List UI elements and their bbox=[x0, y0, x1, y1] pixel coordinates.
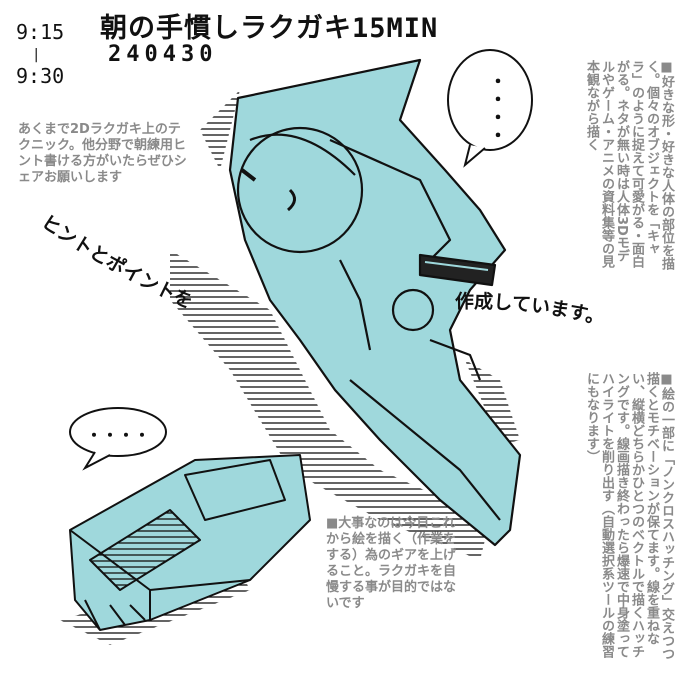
note-right-column-2: ■絵の一部に「ノンクロスハッチング」交えつつ描くとモチベーションが保てます。線を… bbox=[584, 372, 674, 660]
time-start: 9:15 bbox=[16, 20, 65, 44]
handwritten-curve-right-path: 作成しています。 bbox=[455, 290, 607, 330]
date-label: 240430 bbox=[108, 42, 218, 67]
main-object bbox=[228, 58, 522, 547]
time-end: 9:30 bbox=[16, 64, 65, 88]
hatching-shadow-main bbox=[170, 90, 520, 560]
page-title: 朝の手慣しラクガキ15MIN bbox=[100, 13, 439, 44]
note-bottom-center: ■大事なのは今日これから絵を描く（作業をする）為のギアを上げること。ラクガキを自… bbox=[326, 516, 457, 611]
small-object bbox=[60, 454, 311, 645]
speech-bubble-top bbox=[447, 49, 533, 168]
bubble-bottom-text: ・・・・ bbox=[86, 426, 151, 445]
note-left-top: あくまで2Dラクガキ上のテクニック。他分野で朝練用ヒント書ける方がいたらぜひシェ… bbox=[18, 122, 187, 185]
note-right-column-1: ■好きな形・好きな人体の部位を描く。個々のオブジェクトを「キャラ」のように捉えて… bbox=[584, 60, 674, 270]
time-dash: | bbox=[32, 47, 41, 63]
bubble-top-text: ・・・・ bbox=[486, 72, 507, 144]
handwritten-curve-right: 作成しています。 bbox=[455, 290, 607, 330]
speech-bubble-bottom bbox=[69, 407, 167, 471]
